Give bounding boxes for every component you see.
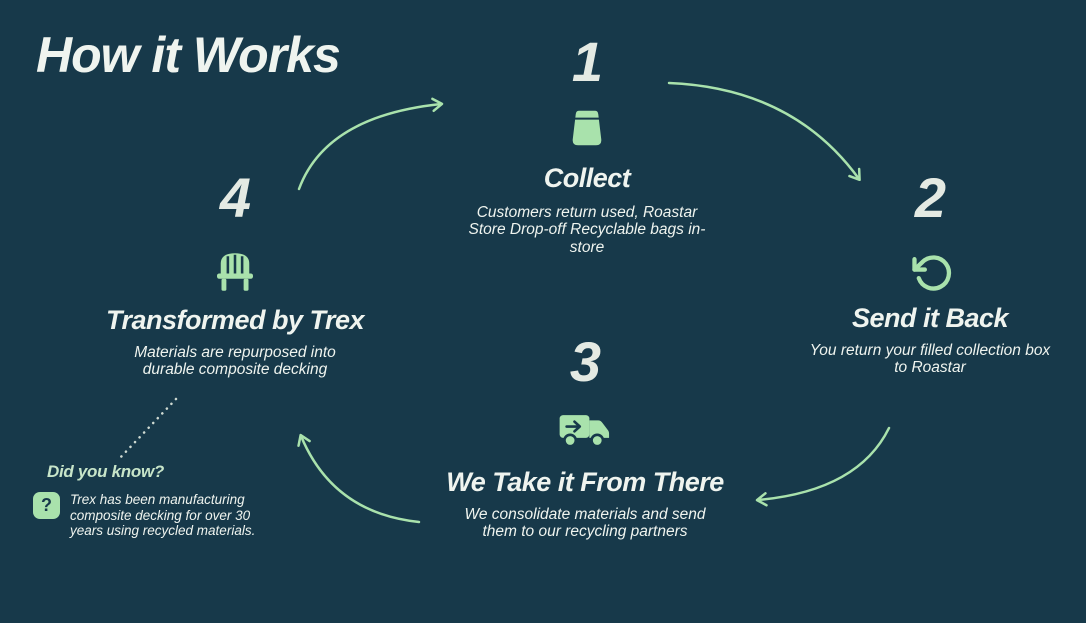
- bench-icon: [217, 253, 253, 291]
- step-2-body: You return your filled collection box to…: [809, 341, 1051, 377]
- step-3-heading: We Take it From There: [446, 467, 724, 497]
- question-mark-icon: ?: [33, 492, 60, 519]
- step-2-send-it-back: 2 Send it Back You return your filled co…: [790, 170, 1070, 377]
- step-1-body: Customers return used, Roastar Store Dro…: [468, 203, 706, 256]
- cycle-arrow-3-to-4: [297, 433, 421, 524]
- question-mark-glyph: ?: [41, 495, 52, 515]
- step-4-body: Materials are repurposed into durable co…: [134, 343, 336, 379]
- step-4-heading: Transformed by Trex: [105, 305, 365, 335]
- step-1-heading: Collect: [543, 163, 631, 193]
- step-3-body: We consolidate materials and send them t…: [464, 505, 706, 541]
- did-you-know-heading: Did you know?: [47, 462, 164, 481]
- cycle-arrow-2-to-3: [755, 426, 891, 507]
- step-2-number: 2: [914, 166, 946, 229]
- step-4-number: 4: [219, 166, 251, 229]
- page-title: How it Works: [36, 27, 341, 83]
- did-you-know-body: Trex has been manufacturing composite de…: [70, 492, 256, 538]
- step-3-number: 3: [569, 330, 601, 393]
- step-2-heading: Send it Back: [851, 303, 1009, 333]
- did-you-know-callout: Did you know? ? Trex has been manufactur…: [33, 462, 293, 539]
- step-4-transformed-by-trex: 4 Transformed by Trex Materials are repu…: [95, 170, 375, 379]
- dotted-connector: [116, 397, 178, 462]
- truck-icon: [559, 415, 610, 448]
- return-arrow-icon: [912, 255, 952, 291]
- step-1-collect: 1 Collect Customers return used, Roastar…: [447, 34, 727, 256]
- step-3-we-take-it: 3 We Take it From There We consolidate m…: [435, 334, 735, 541]
- bag-icon: [572, 110, 602, 146]
- step-1-number: 1: [571, 30, 603, 93]
